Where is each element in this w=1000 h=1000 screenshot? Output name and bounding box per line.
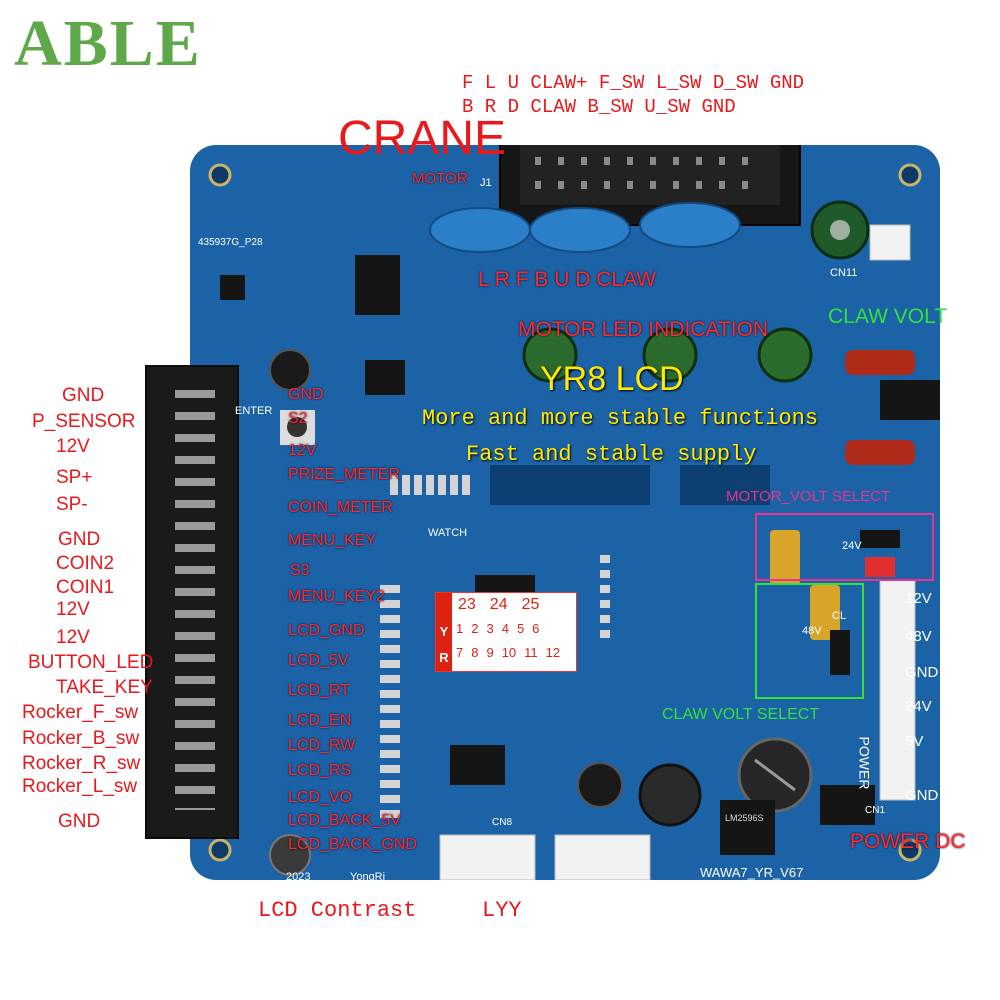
silk-j1: J1 [480, 177, 492, 189]
sticker-cell: 12 [545, 645, 561, 660]
sticker-header: 23 [458, 596, 476, 613]
motor-led-indication-label: MOTOR LED INDICATION [518, 318, 769, 341]
board-components [208, 145, 940, 880]
left-label: 12V [56, 627, 90, 648]
silk-part-id: 435937G_P28 [198, 237, 263, 248]
sticker-header: 24 [489, 596, 508, 613]
silk-cn11: CN11 [830, 267, 858, 279]
silk-brand: YongRi [350, 871, 386, 883]
silk-cl: CL [832, 610, 847, 622]
motor-direction-labels: L R F B U D CLAW [478, 268, 657, 291]
silk-cn8: CN8 [492, 817, 513, 828]
left-label: SP- [56, 494, 88, 515]
silk-48v: 48V [802, 625, 822, 637]
top-connector-labels-row2: B R D CLAW B_SW U_SW GND [462, 96, 736, 118]
left-label: GND [62, 385, 105, 406]
sticker-cell: 3 [486, 621, 494, 636]
lyy-label: LYY [482, 898, 522, 923]
sticker-cell: 2 [471, 621, 479, 636]
lcd-pin-label: LCD_EN [288, 712, 352, 729]
board-title: CRANE [338, 112, 507, 165]
power-pin-label: 48V [905, 628, 932, 645]
sticker-cell: 6 [532, 621, 540, 636]
circuit-board: ENTER WATCH WAWA7_YR_V67 2023 YongRi 24V… [145, 145, 940, 883]
lcd-pin-label: MENU_KEY2 [288, 588, 385, 605]
power-pin-label: GND [905, 787, 939, 804]
left-label: COIN1 [56, 577, 115, 598]
left-label: COIN2 [56, 553, 115, 574]
sticker-cell: 11 [524, 645, 538, 660]
power-pin-label: 5V [905, 733, 924, 750]
motor-volt-select-label: MOTOR_VOLT SELECT [726, 488, 891, 505]
lcd-pin-label: GND [288, 386, 324, 403]
lcd-pin-label: LCD_RW [288, 737, 356, 754]
left-label: Rocker_B_sw [22, 728, 140, 749]
left-label: GND [58, 811, 101, 832]
left-label: 12V [56, 599, 90, 620]
motor-volt-select-box [755, 513, 934, 581]
headline-title: YR8 LCD [540, 360, 684, 398]
silk-date: 2023 [286, 871, 311, 883]
lcd-pin-label: S2 [288, 410, 308, 427]
lcd-pin-label: S3 [290, 562, 310, 579]
left-label: BUTTON_LED [28, 652, 154, 673]
lcd-pin-label: MENU_KEY [288, 532, 377, 549]
power-pin-label: GND [905, 664, 939, 681]
claw-volt-select-label: CLAW VOLT SELECT [662, 706, 820, 723]
lcd-pin-label: 12V [288, 442, 317, 459]
silk-chip-name: LM2596S [725, 813, 764, 823]
silk-cn1: CN1 [865, 805, 886, 816]
sticker: Y R 23 24 25 1 2 3 4 5 6 7 8 9 10 11 12 [435, 592, 577, 672]
left-label: SP+ [56, 467, 93, 488]
power-pin-label: 24V [905, 698, 932, 715]
left-label: Rocker_F_sw [22, 702, 139, 723]
lcd-contrast-label: LCD Contrast [258, 898, 417, 923]
lcd-pin-label: PRIZE_METER [288, 466, 401, 483]
top-connector-labels-row1: F L U CLAW+ F_SW L_SW D_SW GND [462, 72, 805, 94]
sticker-cell: 9 [486, 645, 494, 660]
sticker-cell: 10 [501, 645, 517, 660]
lcd-pin-label: LCD_BACK_GND [288, 836, 417, 853]
left-label: Rocker_L_sw [22, 776, 138, 797]
left-connector-pins [175, 390, 215, 810]
left-label: 12V [56, 436, 90, 457]
sticker-y-label: Y [439, 624, 449, 639]
lcd-pin-label: LCD_RT [288, 682, 350, 699]
silk-enter: ENTER [235, 405, 273, 417]
headline-line1: More and more stable functions [422, 406, 819, 431]
sticker-header: 25 [521, 596, 540, 613]
lcd-pin-label: LCD_BACK_5V [288, 812, 401, 829]
sticker-cell: 1 [456, 621, 464, 636]
brand-logo: ABLE [14, 7, 202, 80]
silk-watch: WATCH [428, 527, 468, 539]
sticker-cell: 5 [516, 621, 525, 636]
silk-board-model: WAWA7_YR_V67 [700, 865, 804, 880]
sticker-r-label: R [439, 650, 449, 665]
lcd-pin-label: LCD_VO [288, 789, 353, 806]
lcd-pin-label: LCD_5V [288, 652, 349, 669]
sticker-cell: 4 [501, 621, 509, 636]
power-pin-label: 12V [905, 590, 932, 607]
lcd-pin-label: LCD_GND [288, 622, 365, 639]
motor-label: MOTOR [412, 170, 468, 187]
left-label: TAKE_KEY [56, 677, 153, 698]
headline-line2: Fast and stable supply [466, 442, 757, 467]
lcd-pin-label: COIN_METER [288, 499, 393, 516]
left-label: GND [58, 529, 101, 550]
sticker-cell: 8 [471, 645, 479, 660]
sticker-cell: 7 [456, 645, 464, 660]
power-dc-label: POWER DC [850, 830, 966, 853]
silk-24v: 24V [842, 540, 862, 552]
left-label: P_SENSOR [32, 411, 136, 432]
lcd-pin-label: LCD_RS [288, 762, 352, 779]
silk-power: POWER [856, 736, 873, 790]
left-label: Rocker_R_sw [22, 753, 141, 774]
claw-volt-label: CLAW VOLT [828, 305, 948, 328]
claw-volt-select-box [755, 583, 864, 699]
